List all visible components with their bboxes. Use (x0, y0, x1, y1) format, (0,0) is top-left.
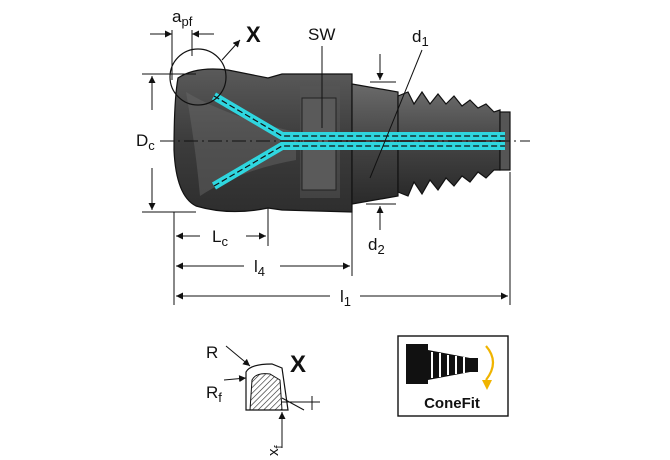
l1-dimension (176, 172, 511, 305)
lc-dimension (173, 208, 269, 305)
d1-label: d1 (412, 27, 429, 49)
dc-dimension (142, 73, 196, 213)
coolant-channels (211, 92, 505, 190)
detail-x-view (223, 345, 320, 448)
detail-circle (169, 48, 227, 106)
apf-dimension (150, 30, 214, 80)
lc-label: Lc (212, 227, 228, 249)
detail-leader (221, 39, 241, 61)
d2-label: d2 (368, 235, 385, 257)
rf-label: Rf (206, 383, 222, 405)
l4-label: l4 (254, 257, 265, 279)
apf-label: apf (172, 7, 193, 29)
l4-dimension (176, 212, 353, 276)
dc-label: Dc (136, 131, 155, 153)
conefit-badge (397, 335, 509, 417)
sw-label: SW (308, 25, 335, 44)
xf-label: xf (265, 445, 285, 457)
conefit-label: ConeFit (424, 395, 480, 412)
detail-title: X (290, 351, 306, 378)
d1-leader (369, 49, 423, 179)
r-label: R (206, 343, 218, 362)
detail-marker-label: X (246, 22, 261, 47)
l1-label: l1 (340, 287, 351, 309)
